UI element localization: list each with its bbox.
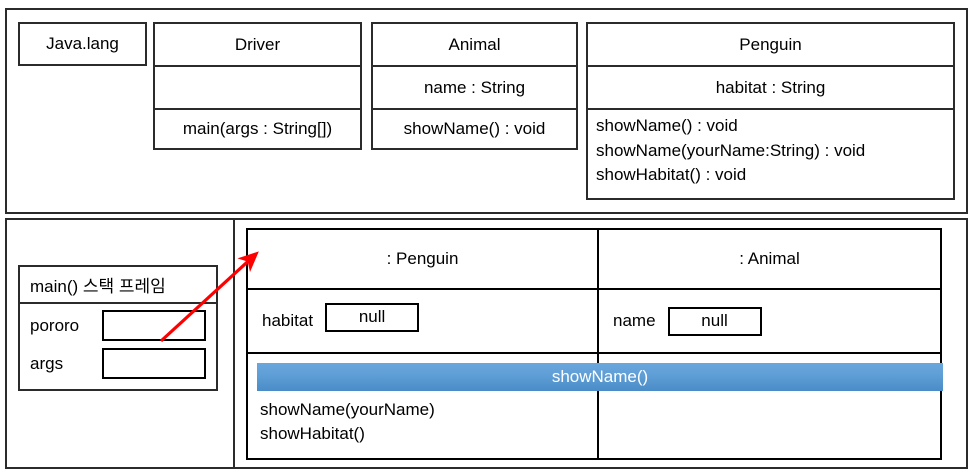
package-name-label: Java.lang [46,34,119,54]
object-title-penguin: : Penguin [386,249,459,268]
class-name-penguin: Penguin [739,34,802,54]
highlighted-call-bar[interactable]: showName() [257,363,943,391]
object-field-name-name: name [613,311,656,330]
object-field-name-habitat: habitat [262,311,314,330]
object-box-penguin[interactable]: : Penguin habitat null showName(yourName… [246,228,599,460]
stack-frame-box[interactable]: main() 스택 프레임 pororo args [18,265,218,391]
object-fields-animal: name null [599,288,940,352]
class-fields-driver [155,65,360,108]
stack-frame-variables: pororo args [20,302,216,387]
class-box-animal[interactable]: Animal name : String showName() : void [371,22,578,150]
class-methods-animal: showName() : void [373,108,576,148]
stack-variable-name-args: args [30,353,64,373]
class-methods-driver: main(args : String[]) [155,108,360,148]
object-field-value-name[interactable]: null [667,306,762,336]
stack-variable-slot-args[interactable] [102,348,206,379]
stack-variable-row[interactable]: pororo [30,310,206,341]
object-fields-penguin: habitat null [248,288,597,352]
package-box-javalang[interactable]: Java.lang [18,22,147,66]
stack-heap-divider [233,220,235,467]
class-name-animal: Animal [448,34,501,54]
object-methods-penguin: showName(yourName) showHabitat() [248,352,597,458]
class-fields-penguin: habitat : String [588,65,953,108]
object-box-animal[interactable]: : Animal name null [597,228,942,460]
stack-variable-slot-pororo[interactable] [102,310,206,341]
class-name-driver: Driver [234,34,281,54]
class-box-driver[interactable]: Driver main(args : String[]) [153,22,362,150]
class-fields-animal: name : String [373,65,576,108]
object-title-animal: : Animal [739,249,800,268]
object-methods-animal [599,352,940,458]
class-methods-penguin: showName() : void showName(yourName:Stri… [588,108,953,198]
object-field-value-habitat[interactable]: null [325,302,420,332]
stack-variable-row[interactable]: args [30,348,206,379]
highlighted-call-label: showName() [551,367,649,386]
stack-variable-name-pororo: pororo [30,315,80,335]
class-box-penguin[interactable]: Penguin habitat : String showName() : vo… [586,22,955,200]
stack-frame-title: main() 스택 프레임 [30,277,166,296]
